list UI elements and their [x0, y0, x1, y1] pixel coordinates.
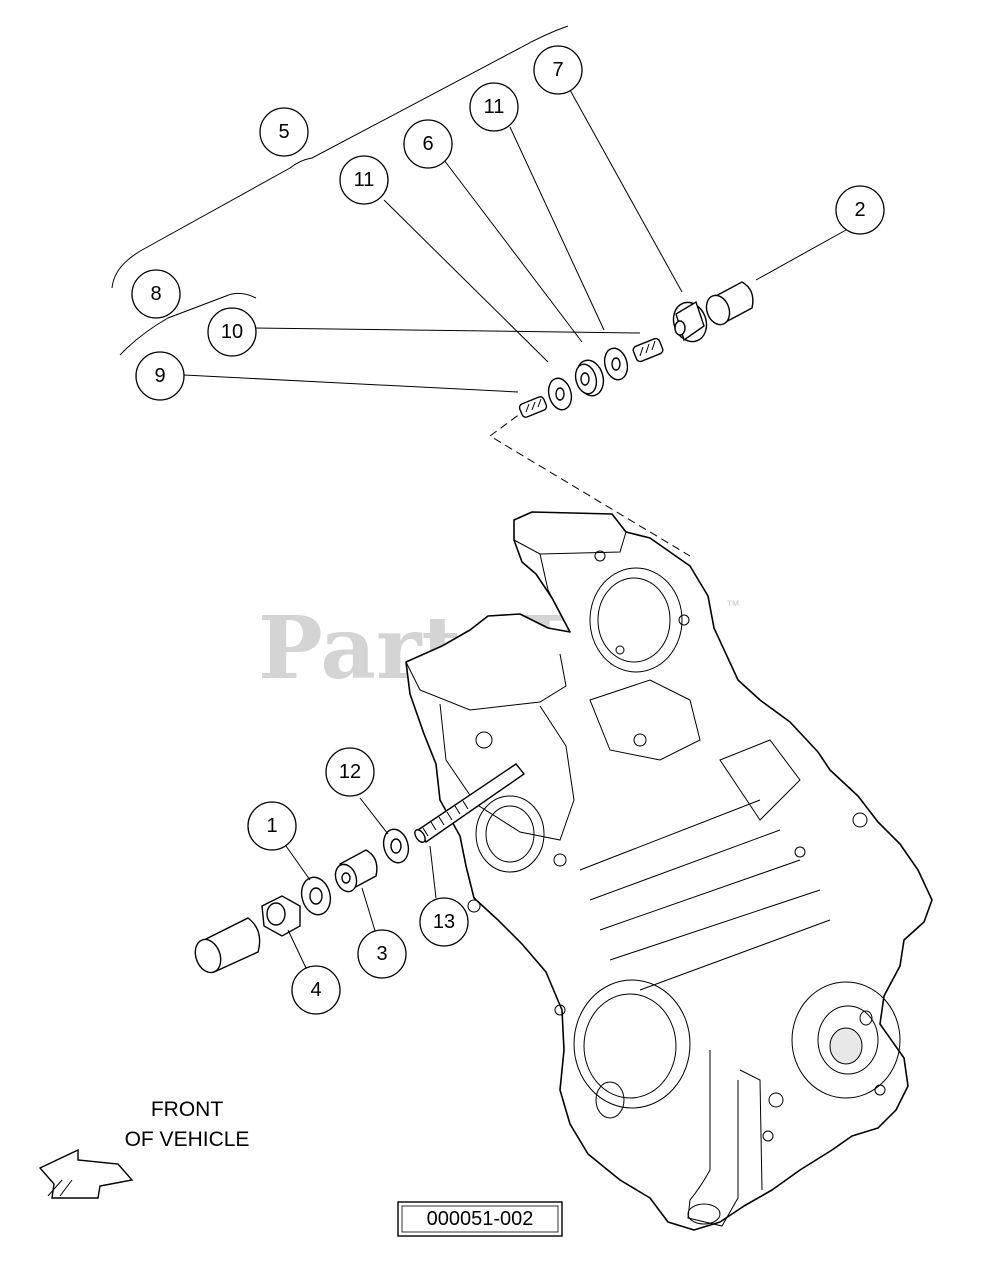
- callout-1: 1: [247, 801, 297, 851]
- part-12-washer: [382, 828, 410, 864]
- callout-11b: 11: [339, 155, 389, 205]
- callout-12: 12: [325, 747, 375, 797]
- svg-text:1: 1: [266, 815, 277, 837]
- callout-8: 8: [131, 269, 181, 319]
- reference-number-box: 000051-002: [397, 1201, 563, 1237]
- svg-text:2: 2: [854, 199, 865, 221]
- svg-text:12: 12: [339, 761, 361, 783]
- callout-6: 6: [403, 119, 453, 169]
- leader-1: [285, 845, 311, 881]
- svg-text:11: 11: [354, 169, 375, 191]
- svg-text:3: 3: [376, 943, 387, 965]
- part-4-cover-cap: [194, 917, 261, 974]
- svg-text:10: 10: [221, 321, 243, 343]
- bracket-group-8: [119, 292, 257, 356]
- install-line: [489, 407, 691, 557]
- callout-13: 13: [419, 897, 469, 947]
- leader-3: [361, 887, 377, 935]
- leader-2: [755, 229, 847, 281]
- callout-3: 3: [357, 929, 407, 979]
- callout-5: 5: [259, 107, 309, 157]
- svg-text:4: 4: [310, 979, 321, 1001]
- part-7-nut: [672, 300, 708, 343]
- of-vehicle-label: OF VEHICLE: [125, 1128, 250, 1151]
- reference-number: 000051-002: [427, 1208, 534, 1230]
- leader-12: [359, 797, 389, 835]
- callout-11a: 11: [469, 82, 519, 132]
- leader-9: [183, 374, 519, 393]
- svg-text:9: 9: [154, 365, 165, 387]
- leader-4: [287, 929, 307, 969]
- part-11b-washer: [603, 347, 629, 381]
- svg-text:7: 7: [552, 59, 563, 81]
- leader-11b: [509, 126, 605, 331]
- part-4-cap-nut: [261, 895, 301, 937]
- part-10-spring: [632, 337, 664, 363]
- svg-text:11: 11: [484, 96, 505, 118]
- watermark-trademark: ™: [726, 597, 740, 613]
- part-9-spring: [518, 396, 548, 418]
- leader-11a: [383, 199, 549, 363]
- callout-10: 10: [207, 307, 257, 357]
- callout-7: 7: [533, 45, 583, 95]
- part-3-spacer: [334, 849, 378, 893]
- callout-4: 4: [291, 965, 341, 1015]
- part-11a-washer: [547, 377, 573, 411]
- front-direction-arrow-icon: [38, 1148, 134, 1199]
- part-6-seal: [574, 359, 605, 397]
- leader-13: [429, 845, 437, 899]
- gear-case-housing: [405, 511, 933, 1231]
- svg-text:5: 5: [278, 121, 289, 143]
- callout-2: 2: [835, 185, 885, 235]
- leader-7: [569, 89, 683, 293]
- svg-text:8: 8: [150, 283, 161, 305]
- svg-text:6: 6: [422, 133, 433, 155]
- leader-10: [253, 327, 641, 334]
- part-1-washer: [300, 876, 332, 916]
- svg-text:13: 13: [433, 911, 455, 933]
- callout-9: 9: [135, 351, 185, 401]
- part-2-cap: [705, 281, 754, 326]
- front-label: FRONT: [151, 1098, 223, 1121]
- bracket-group-5: [111, 25, 569, 289]
- part-13-stud: [414, 763, 526, 843]
- leader-6: [443, 159, 583, 343]
